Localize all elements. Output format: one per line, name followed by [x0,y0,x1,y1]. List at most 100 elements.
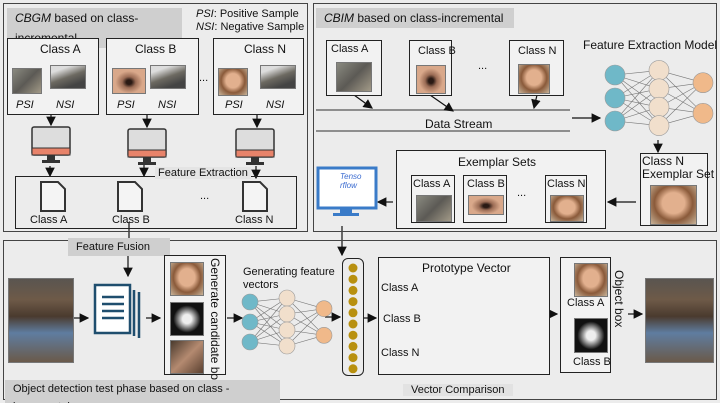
nn-edge [249,301,288,347]
candidate-hand [170,340,204,374]
nsi-label: NSI [158,99,177,111]
tensorflow-label: Tenso rflow [340,172,362,190]
nn-node [278,337,296,355]
class-b-label: Class B [135,42,177,56]
nsi-label: NSI [266,99,285,111]
ellipsis: ... [478,60,488,72]
vector-dot [348,297,358,307]
cbim-panel [313,3,717,232]
nn-node [315,300,333,317]
nn-node [604,64,626,86]
face-image [518,64,550,94]
negative-image [50,65,86,89]
document-icons [40,181,268,212]
candidate-face [170,262,204,296]
nsi-label: NSI [56,99,75,111]
face-image [550,195,584,222]
face-image [650,185,697,225]
generating-label: Generating feature vectors [243,266,335,291]
monitor-icons [31,126,275,165]
ellipsis: ... [517,187,527,199]
nn-node [604,110,626,132]
vector-dot [348,285,358,295]
kitten-image [416,195,452,222]
nn-edge [286,297,325,336]
tensorflow-monitor-icon [316,166,378,216]
nn-node [692,72,714,93]
vector-comparison-label: Vector Comparison [403,384,513,396]
negative-image [150,65,186,89]
doc-class-n: Class N [235,214,274,226]
vector-dot [348,263,358,273]
test-panel [3,240,717,400]
psi-label: PSI [16,99,34,111]
object-cat [574,318,608,353]
eye-image [112,68,146,94]
nn-node [648,115,670,136]
exemplar-n-label: Class N [547,178,586,190]
nn-node [241,333,259,351]
candidate-box-label: Generate candidate box [208,258,222,387]
class-a-label: Class A [40,42,81,56]
cbim-class-n-label: Class N [518,45,557,57]
row-a-label: Class A [381,282,419,294]
object-class-b: Class B [573,356,611,368]
cbim-class-b-label: Class B [418,45,456,57]
exemplar-sets-label: Exemplar Sets [458,155,537,169]
input-image [8,278,74,363]
face-image [218,68,248,96]
legend-psi: PSI: Positive Sample [196,8,299,20]
data-stream-label: Data Stream [425,117,493,131]
nn-node [692,103,714,124]
nn-edge [286,308,325,347]
cat-image [336,62,372,92]
negative-image [260,65,296,89]
doc-class-b: Class B [112,214,150,226]
cat-image [12,68,42,94]
cbgm-panel [3,3,308,232]
nn-edge [249,297,288,343]
nn-edge [614,70,660,122]
candidate-cat [170,302,204,336]
feature-vector-column [342,258,364,376]
feature-extraction-label: Feature Extraction [155,167,251,179]
vector-dot [348,341,358,351]
row-n-label: Class N [381,347,420,359]
vector-dot [348,308,358,318]
vector-dot [348,319,358,329]
nn-node [241,313,259,331]
vector-dot [348,364,358,374]
row-b-label: Class B [383,313,421,325]
cbgm-title-em: CBGM [15,11,51,25]
eye-image [416,65,446,94]
exemplar-a-label: Class A [413,178,451,190]
cbim-title: CBIM based on class-incremental [316,8,514,28]
cbim-class-a-label: Class A [331,43,369,55]
exemplar-b-label: Class B [467,178,505,190]
prototype-vector-box [378,257,550,375]
psi-label: PSI [225,99,243,111]
eye-image [468,195,504,215]
class-n-label: Class N [244,42,287,56]
ellipsis: ... [199,72,209,84]
vector-dot [348,330,358,340]
doc-class-a: Class A [30,214,68,226]
model-label: Feature Extraction Model [583,38,718,52]
nn-edge [614,74,660,126]
object-face [574,263,608,297]
nn-node [604,87,626,109]
psi-label: PSI [117,99,135,111]
prototype-label: Prototype Vector [422,261,511,275]
fusion-document-icon [93,283,141,338]
output-image [645,278,714,363]
vector-dot [348,274,358,284]
test-title: Object detection test phase based on cla… [5,380,280,403]
class-n-exemplar-label: Class N Exemplar Set [642,154,715,181]
object-box-label: Object box [612,270,626,328]
object-class-a: Class A [567,297,605,309]
vector-dot [348,353,358,363]
ellipsis: ... [200,190,210,202]
legend-nsi: NSI: Negative Sample [196,21,305,33]
feature-fusion-label: Feature Fusion [68,238,170,256]
